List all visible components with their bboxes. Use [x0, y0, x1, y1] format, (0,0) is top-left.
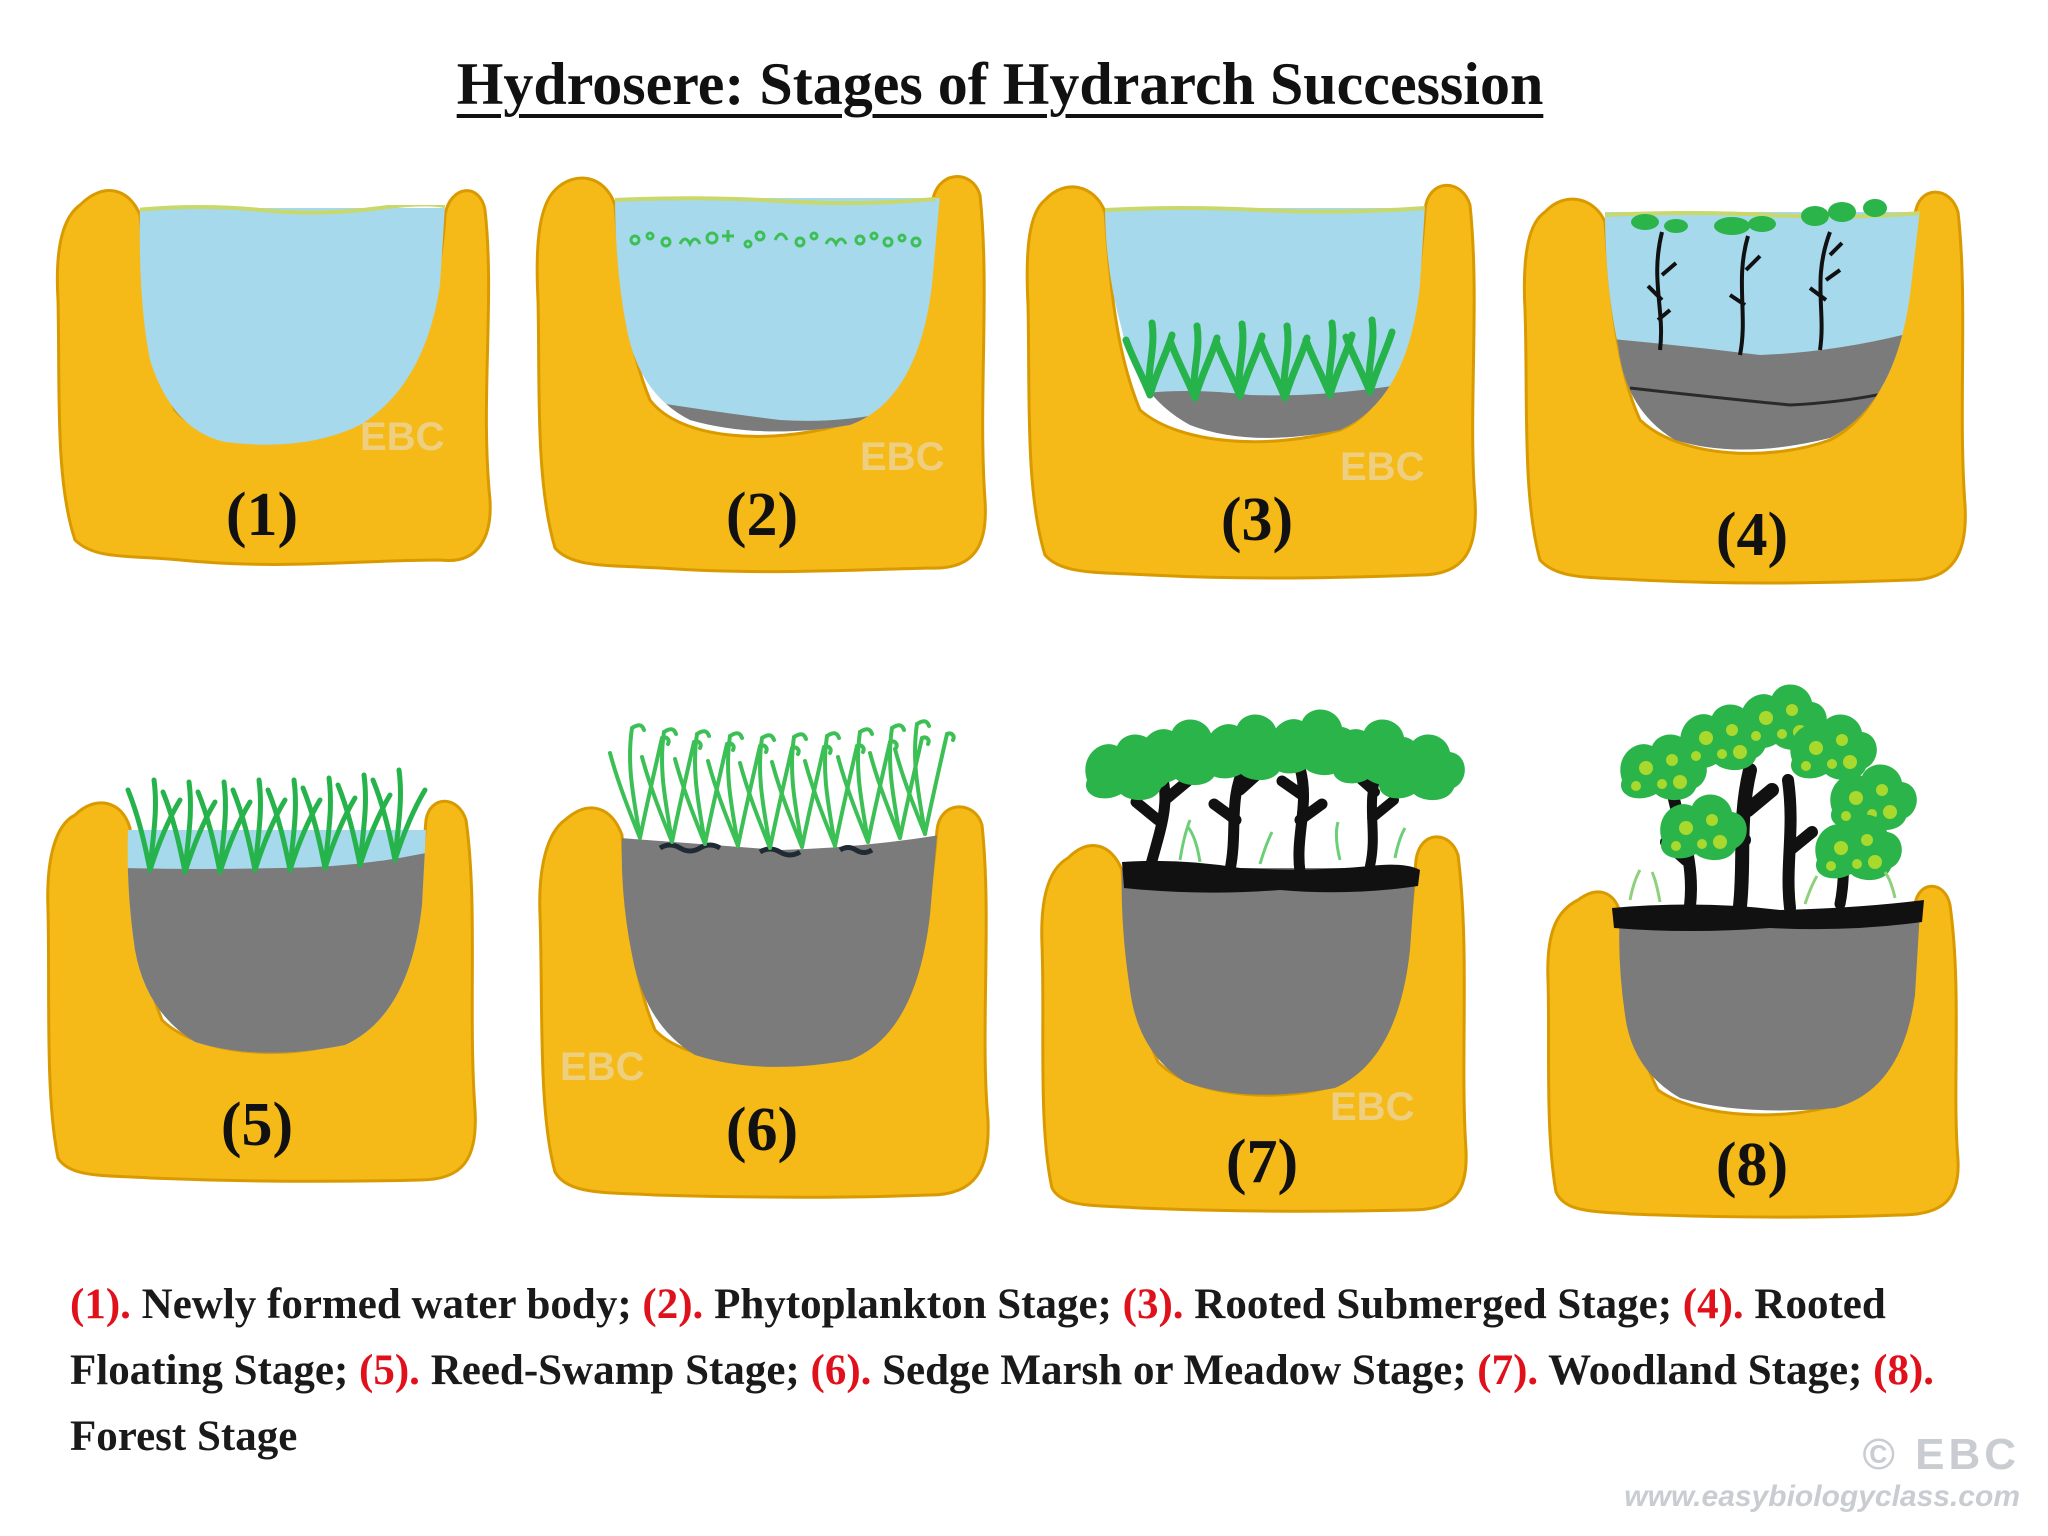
caption-num-1: (1).	[70, 1281, 131, 1328]
watermark-logo: EBC	[860, 435, 944, 479]
caption-text-4: Rooted Floating Stage;	[70, 1281, 1886, 1394]
stage-8-basin	[1546, 684, 1960, 1219]
caption-num-5: (5).	[359, 1347, 420, 1394]
caption-text-7: Woodland Stage;	[1538, 1347, 1874, 1394]
stage-5-number: (5)	[221, 1091, 293, 1159]
caption-text-2: Phytoplankton Stage;	[703, 1281, 1123, 1328]
diagram-title: Hydrosere: Stages of Hydrarch Succession	[456, 51, 1544, 117]
watermark-logo: EBC	[560, 1045, 644, 1089]
caption-num-3: (3).	[1122, 1281, 1184, 1328]
stage-7-number: (7)	[1226, 1128, 1298, 1196]
caption-text-6: Sedge Marsh or Meadow Stage;	[871, 1347, 1478, 1394]
caption-text-3: Rooted Submerged Stage;	[1183, 1281, 1683, 1328]
stage-1-number: (1)	[226, 481, 298, 549]
caption: (1). Newly formed water body; (2). Phyto…	[70, 1272, 1990, 1470]
caption-text-1: Newly formed water body;	[130, 1281, 643, 1328]
phytoplankton	[629, 230, 922, 249]
caption-num-2: (2).	[642, 1281, 704, 1328]
copyright-symbol: ©	[1862, 1430, 1899, 1479]
ebc-logo: EBC	[1915, 1430, 2020, 1479]
stage-2-number: (2)	[726, 481, 798, 549]
rooted-floating-plants	[1631, 199, 1887, 356]
watermark-url: www.easybiologyclass.com	[1624, 1480, 2020, 1513]
stage-2-basin	[535, 175, 987, 574]
stage-5-basin	[46, 770, 477, 1183]
stage-8-number: (8)	[1716, 1131, 1788, 1199]
watermark-logo: EBC	[1330, 1085, 1414, 1129]
stage-7-trees	[1085, 709, 1465, 878]
stage-7-soil	[1122, 860, 1420, 893]
stage-6-basin	[538, 719, 990, 1199]
stage-4-basin	[1522, 190, 1967, 585]
caption-text-5: Reed-Swamp Stage;	[419, 1347, 811, 1394]
stage-7-basin	[1040, 709, 1468, 1213]
watermark-logo: EBC	[1340, 445, 1424, 489]
brand-watermark: © EBC www.easybiologyclass.com	[1624, 1430, 2020, 1514]
stage-4-number: (4)	[1716, 501, 1788, 569]
caption-num-6: (6).	[810, 1347, 872, 1394]
stage-1-basin	[55, 189, 492, 566]
watermarks: EBC EBC EBC EBC EBC	[360, 415, 1424, 1129]
stage-3-basin	[1025, 183, 1477, 580]
caption-num-4: (4).	[1682, 1281, 1744, 1328]
stage-8-trees	[1620, 684, 1917, 914]
caption-num-8: (8).	[1873, 1347, 1935, 1394]
caption-num-7: (7).	[1477, 1347, 1539, 1394]
stage-8-soil	[1612, 900, 1924, 931]
succession-diagram: (1) (2) (3)	[46, 175, 1967, 1219]
caption-text-8: Forest Stage	[70, 1413, 298, 1460]
watermark-logo: EBC	[360, 415, 444, 459]
sedges	[608, 719, 956, 850]
stage-3-number: (3)	[1221, 486, 1293, 554]
stage-6-number: (6)	[726, 1096, 798, 1164]
